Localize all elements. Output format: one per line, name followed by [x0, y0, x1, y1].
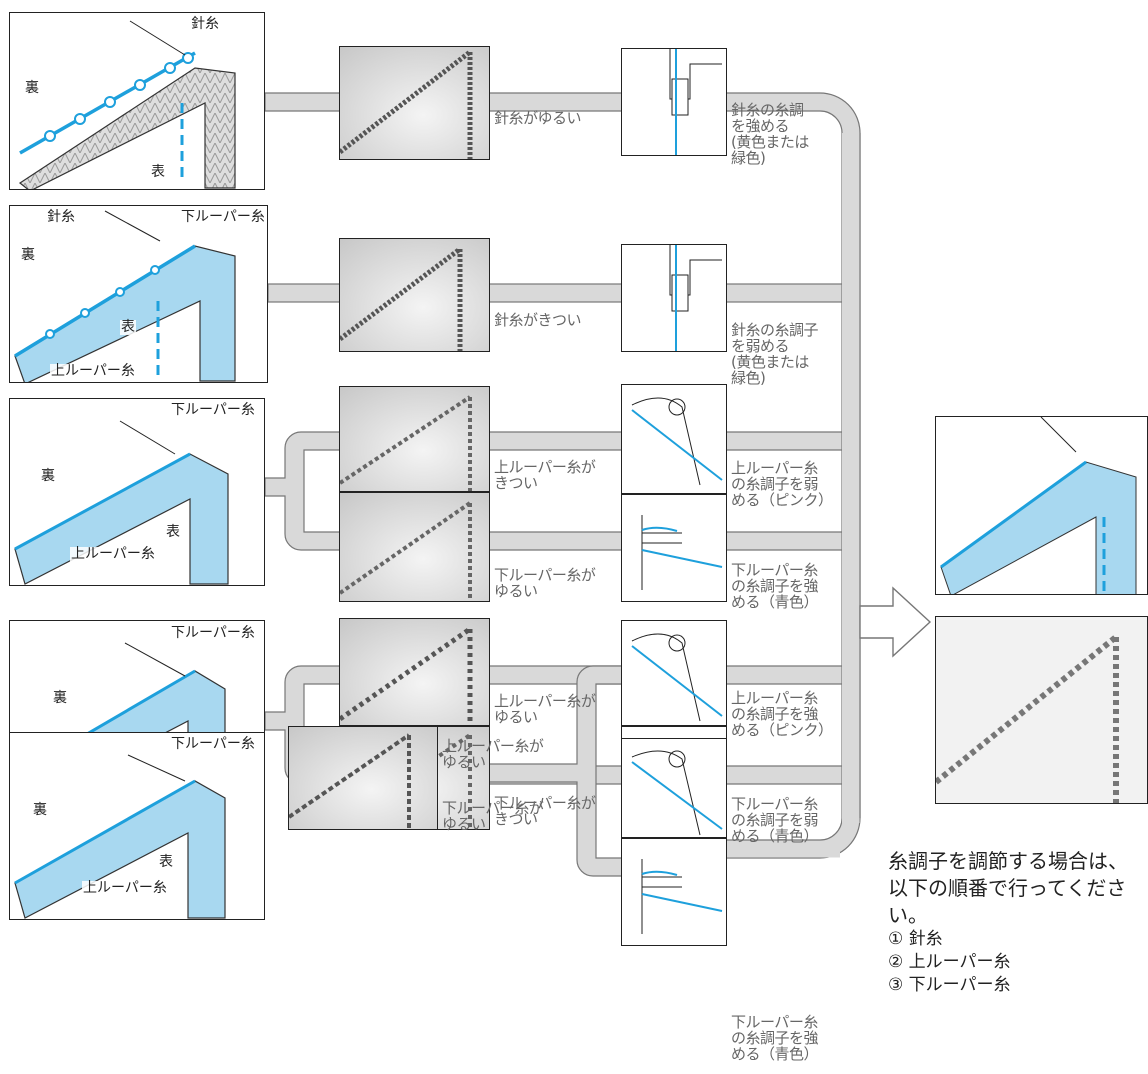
symptom-upper-loose: 上ルーパー糸がゆるい	[494, 692, 596, 726]
result-arrow	[859, 586, 932, 658]
photo-correct-result	[935, 616, 1148, 804]
fix-lower-decrease-r4: 下ルーパー糸の糸調子を弱める（青色）	[731, 795, 819, 845]
photo-upper-tight	[339, 386, 490, 492]
fix-needle-loose: 針糸の糸調を強める(黄色または緑色)	[731, 101, 809, 167]
label-ura: 裏	[40, 468, 56, 484]
order-note: 糸調子を調節する場合は、以下の順番で行ってください。	[888, 849, 1128, 927]
photo-upper-loose	[339, 618, 490, 726]
illustration-upper-tight-lower-loose: 下ルーパー糸 裏 表 上ルーパー糸	[9, 398, 265, 586]
upper-looper-icon	[621, 620, 727, 726]
needle-tension-dial-icon	[621, 244, 727, 352]
label-lower-looper: 下ルーパー糸	[180, 209, 266, 225]
fix-upper-decrease-r3: 上ルーパー糸の糸調子を弱める（ピンク）	[731, 459, 833, 509]
label-ura: 裏	[20, 247, 36, 263]
upper-looper-icon	[621, 738, 727, 838]
symptom-upper-tight: 上ルーパー糸がきつい	[494, 458, 596, 492]
label-lower-looper: 下ルーパー糸	[170, 402, 256, 418]
label-omote: 表	[120, 319, 136, 335]
photo-both-loose	[288, 726, 438, 830]
label-needle-thread: 針糸	[46, 209, 76, 225]
label-omote: 表	[165, 524, 181, 540]
symptom-needle-loose: 針糸がゆるい	[494, 109, 582, 127]
illustration-needle-loose: 針糸 裏 表	[9, 12, 265, 190]
symptom-lower-tight: 下ルーパー糸がきつい	[494, 794, 596, 828]
step-upper-looper: ② 上ルーパー糸	[888, 952, 1011, 972]
illustration-both-loose: 下ルーパー糸 裏 表 上ルーパー糸	[9, 732, 265, 920]
step-lower-looper: ③ 下ルーパー糸	[888, 975, 1011, 995]
label-upper-looper: 上ルーパー糸	[82, 880, 168, 896]
label-omote: 表	[158, 854, 174, 870]
lower-looper-icon	[621, 838, 727, 946]
symptom-lower-loose: 下ルーパー糸がゆるい	[494, 566, 596, 600]
symptom-needle-tight: 針糸がきつい	[494, 311, 582, 329]
fix-needle-tight: 針糸の糸調子を弱める(黄色または緑色)	[731, 321, 819, 387]
fix-lower-increase-r5: 下ルーパー糸の糸調子を強める（青色）	[731, 1013, 819, 1063]
label-upper-looper: 上ルーパー糸	[70, 546, 156, 562]
label-lower-looper: 下ルーパー糸	[170, 736, 256, 752]
label-ura: 裏	[32, 802, 48, 818]
label-lower-looper: 下ルーパー糸	[170, 625, 256, 641]
illustration-needle-tight: 針糸 下ルーパー糸 裏 表 上ルーパー糸	[9, 205, 268, 383]
label-omote: 表	[150, 164, 166, 180]
upper-looper-icon	[621, 384, 727, 494]
label-ura: 裏	[24, 80, 40, 96]
illustration-correct-result	[935, 416, 1148, 595]
lower-looper-icon	[621, 494, 727, 602]
photo-needle-tight	[339, 238, 490, 352]
fix-lower-increase-r3: 下ルーパー糸の糸調子を強める（青色）	[731, 561, 819, 611]
photo-needle-loose	[339, 46, 490, 160]
fix-upper-increase-r4: 上ルーパー糸の糸調子を強める（ピンク）	[731, 689, 833, 739]
order-steps: ① 針糸 ② 上ルーパー糸 ③ 下ルーパー糸	[888, 928, 1010, 997]
symptom-lower-loose-5: 下ルーパー糸がゆるい	[442, 799, 544, 833]
label-ura: 裏	[52, 690, 68, 706]
label-needle-thread: 針糸	[190, 16, 220, 32]
label-upper-looper: 上ルーパー糸	[50, 363, 136, 379]
step-needle: ① 針糸	[888, 929, 943, 949]
photo-lower-loose	[339, 492, 490, 602]
symptom-upper-loose-5: 上ルーパー糸がゆるい	[442, 737, 544, 771]
needle-tension-dial-icon	[621, 48, 727, 156]
